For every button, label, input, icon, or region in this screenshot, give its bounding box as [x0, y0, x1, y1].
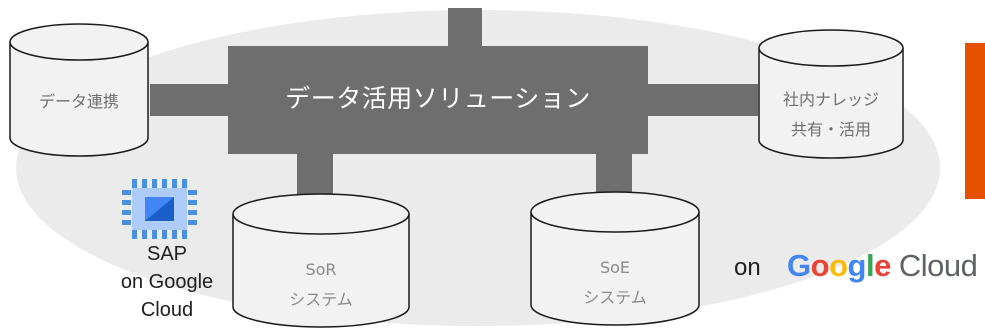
google-wordmark: Google [787, 248, 891, 283]
cylinder-knowledge [758, 29, 904, 159]
cylinder-label-soe: SoE システム [531, 253, 699, 313]
google-letter: G [787, 248, 811, 283]
google-letter: o [810, 248, 830, 283]
label-line: 共有・活用 [790, 120, 871, 139]
sap-label: SAP on Google Cloud [92, 240, 242, 324]
google-letter: o [829, 248, 848, 283]
sap-chip-icon [122, 179, 197, 239]
cylinder-sor [232, 193, 410, 328]
google-letter: l [865, 248, 875, 283]
sap-label-line: SAP [146, 243, 188, 265]
cloud-word: Cloud [898, 248, 978, 283]
label-line: 社内ナレッジ [782, 90, 879, 109]
sap-label-line: on Google [120, 271, 214, 293]
cylinder-label-sor: SoR システム [233, 255, 409, 315]
cylinder-soe [530, 191, 700, 326]
label-line: SoR [305, 260, 337, 279]
hub-shape [150, 8, 758, 196]
sap-label-line: Cloud [140, 299, 194, 321]
cylinder-data-integration [9, 23, 149, 157]
label-line: システム [289, 290, 353, 309]
google-letter: g [847, 248, 867, 283]
accent-bar [965, 43, 985, 199]
label-line: システム [583, 288, 647, 307]
cylinder-label-data-integration: データ連携 [12, 89, 146, 115]
label-line: SoE [599, 258, 631, 277]
label-line: データ連携 [38, 92, 119, 111]
on-label: on [734, 254, 761, 281]
hub-title: データ活用ソリューション [285, 84, 591, 113]
cylinder-label-knowledge: 社内ナレッジ 共有・活用 [759, 85, 903, 145]
google-letter: e [874, 248, 891, 283]
